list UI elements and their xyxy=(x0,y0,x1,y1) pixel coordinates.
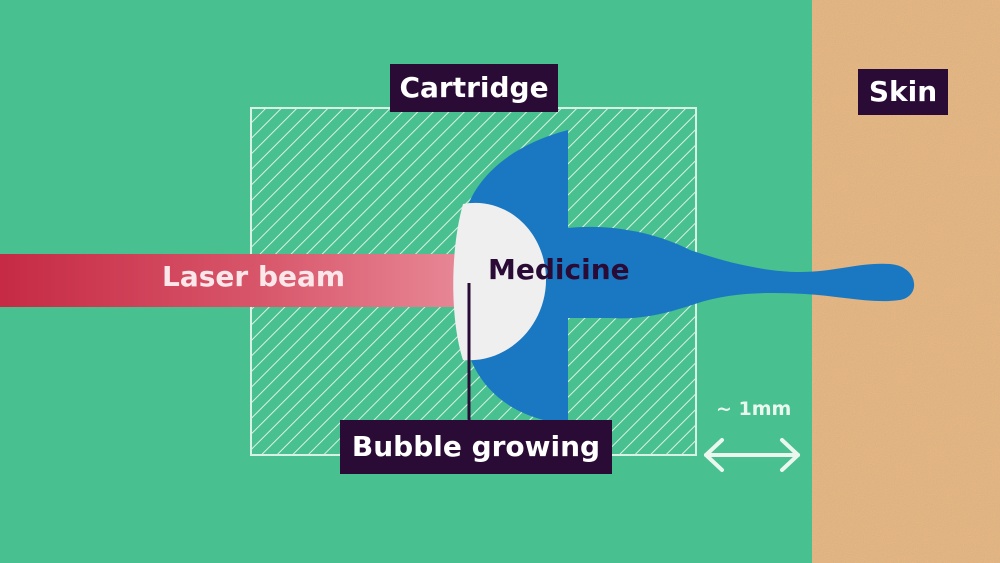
bubble xyxy=(453,202,547,361)
bubble-growing-label: Bubble growing xyxy=(340,420,612,474)
medicine-label: Medicine xyxy=(488,253,630,286)
skin-label: Skin xyxy=(858,69,948,115)
laser-beam xyxy=(0,254,472,307)
medicine-jet xyxy=(457,130,915,424)
double-headed-arrow-icon xyxy=(704,438,800,472)
laser-beam-label: Laser beam xyxy=(162,260,346,293)
distance-label: ~ 1mm xyxy=(716,398,792,420)
cartridge-label: Cartridge xyxy=(390,64,558,112)
